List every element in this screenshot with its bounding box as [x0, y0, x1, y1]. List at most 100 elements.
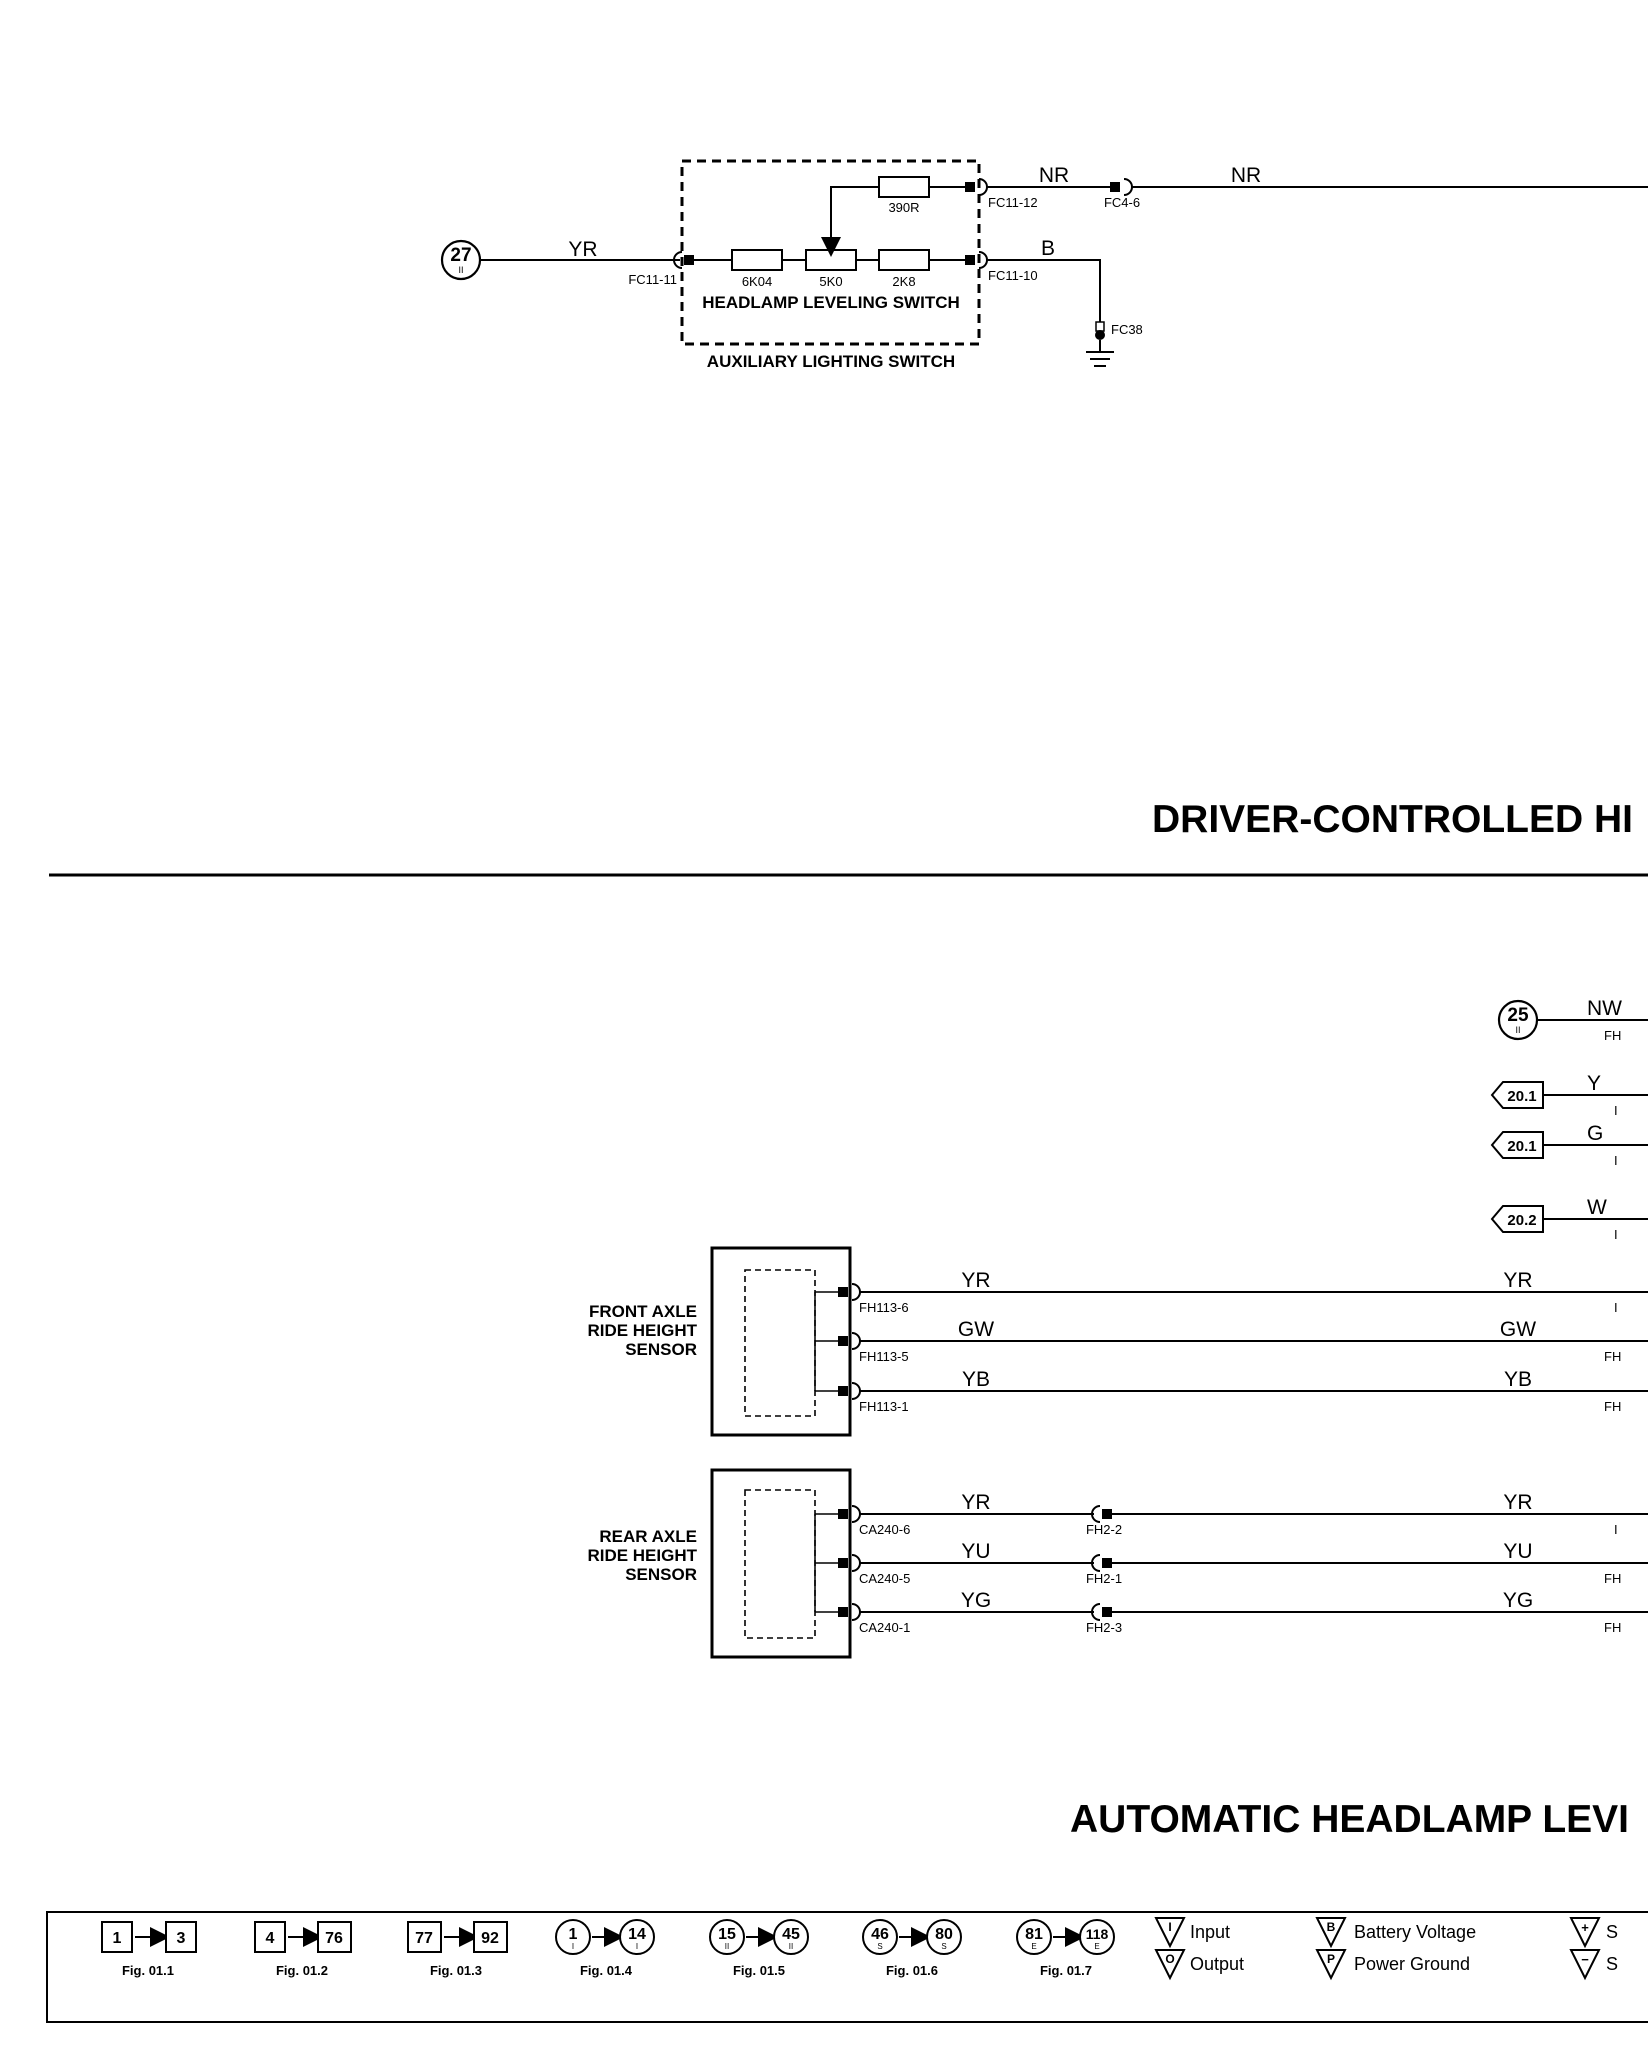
- legend-fig-2-from: 4: [266, 1930, 275, 1947]
- rear-sensor-label-1: REAR AXLE: [599, 1527, 697, 1546]
- front-pin-1-far-connector: I: [1614, 1300, 1618, 1315]
- connector-fc11-12-label: FC11-12: [988, 195, 1038, 210]
- rear-pin-1-far-connector: I: [1614, 1522, 1618, 1537]
- front-pin-3-far-connector: FH: [1604, 1399, 1621, 1414]
- connector-fc11-11-label: FC11-11: [628, 272, 677, 287]
- legend-fig-1-label: Fig. 01.1: [122, 1963, 174, 1978]
- resistor-6k04: [731, 249, 783, 271]
- auxiliary-lighting-switch-label: AUXILIARY LIGHTING SWITCH: [707, 352, 955, 371]
- output-text: Output: [1190, 1954, 1244, 1974]
- rear-pin-1-connector: CA240-6: [859, 1522, 910, 1537]
- resistor-390r: [878, 176, 930, 198]
- output-icon: [1154, 1949, 1186, 1981]
- resistor-6k04-label: 6K04: [742, 274, 772, 289]
- legend-fig-1-from: 1: [113, 1930, 122, 1947]
- legend-battery-voltage: B Battery Voltage: [1315, 1917, 1476, 1949]
- input-glyph: I: [1168, 1920, 1171, 1934]
- signal-negative-icon: [1569, 1949, 1601, 1981]
- front-pin-3-wire-left: YB: [962, 1368, 990, 1391]
- rear-pin-1-wire-right: YR: [1503, 1491, 1532, 1514]
- offpage-ref-2: 20.1: [1507, 1138, 1536, 1155]
- legend-fig-4[interactable]: 1 I 14 I Fig. 01.4: [555, 1919, 655, 1978]
- signal-negative-glyph: −: [1581, 1952, 1589, 1967]
- output-glyph: O: [1165, 1952, 1174, 1966]
- offpage-ref-3: 20.2: [1507, 1212, 1536, 1229]
- automatic-section: 25 II NW FH 20.1 Y I 20.1 G I 20.2 W I: [587, 997, 1648, 1659]
- input-icon: [1154, 1917, 1186, 1949]
- legend-fig-7-label: Fig. 01.7: [1040, 1963, 1092, 1978]
- front-pin-2-far-connector: FH: [1604, 1349, 1621, 1364]
- driver-controlled-section: 27 II YR AUXILIARY LIGHTING SWITCH FC11-…: [440, 159, 1648, 371]
- legend-fig-7-to: 118: [1086, 1926, 1109, 1942]
- page-ref-27[interactable]: 27 II: [440, 239, 482, 281]
- wire-g-label: G: [1587, 1122, 1603, 1145]
- wire-b-label: B: [1041, 237, 1055, 260]
- rear-pin-2-mid-connector: FH2-1: [1086, 1571, 1122, 1586]
- legend-fig-2-to: 76: [325, 1930, 343, 1947]
- battery-voltage-icon: [1315, 1917, 1347, 1949]
- legend-fig-3-from: 77: [415, 1930, 433, 1947]
- page-ref-25[interactable]: 25 II: [1497, 999, 1539, 1041]
- front-pin-1-connector: FH113-6: [859, 1300, 909, 1315]
- offpage-3-connector-label: I: [1614, 1227, 1618, 1242]
- front-pin-2-wire-left: GW: [958, 1318, 994, 1341]
- legend-fig-6-to-sub: S: [941, 1942, 946, 1951]
- legend-fig-7-from: 81: [1025, 1926, 1043, 1943]
- legend-fig-4-label: Fig. 01.4: [580, 1963, 633, 1978]
- legend-fig-6[interactable]: 46 S 80 S Fig. 01.6: [862, 1919, 962, 1978]
- rear-pin-2: YU YU CA240-5 FH2-1 FH: [838, 1540, 1648, 1586]
- ref-25-sub: II: [1515, 1025, 1520, 1035]
- offpage-connector-1[interactable]: 20.1: [1490, 1081, 1544, 1109]
- front-pin-1-wire-right: YR: [1503, 1269, 1532, 1292]
- wire-yr-label: YR: [568, 238, 597, 261]
- rear-pin-1-mid-connector: FH2-2: [1086, 1522, 1122, 1537]
- rear-pin-3-mid-connector: FH2-3: [1086, 1620, 1122, 1635]
- wire-nr-label-1: NR: [1039, 164, 1069, 187]
- legend-fig-1-to: 3: [177, 1930, 186, 1947]
- legend-fig-7[interactable]: 81 E 118 E Fig. 01.7: [1016, 1919, 1115, 1978]
- legend-fig-4-from-sub: I: [572, 1942, 574, 1951]
- legend-fig-6-from: 46: [871, 1926, 889, 1943]
- legend-fig-6-to: 80: [935, 1926, 953, 1943]
- offpage-connector-3[interactable]: 20.2: [1490, 1205, 1544, 1233]
- wire-y-label: Y: [1587, 1072, 1601, 1095]
- offpage-connector-2[interactable]: 20.1: [1490, 1131, 1544, 1159]
- terminal-fc4-6: [1110, 182, 1120, 192]
- legend-fig-3-label: Fig. 01.3: [430, 1963, 482, 1978]
- front-pin-1-wire-left: YR: [961, 1269, 990, 1292]
- resistor-390r-label: 390R: [888, 200, 919, 215]
- wire-b: [987, 259, 1101, 323]
- front-sensor-label-1: FRONT AXLE: [589, 1302, 697, 1321]
- legend: 1 3 Fig. 01.1 4 76 Fig. 01.2 77 92 Fig. …: [46, 1911, 1648, 2023]
- headlamp-leveling-switch-label: HEADLAMP LEVELING SWITCH: [702, 293, 960, 312]
- connector-fc11-10-label: FC11-10: [988, 268, 1038, 283]
- signal-positive-text: S: [1606, 1922, 1618, 1942]
- legend-fig-2[interactable]: 4 76 Fig. 01.2: [254, 1921, 352, 1978]
- power-ground-text: Power Ground: [1354, 1954, 1470, 1974]
- heading-driver-controlled: DRIVER-CONTROLLED HI: [1152, 798, 1633, 841]
- power-ground-icon: [1315, 1949, 1347, 1981]
- legend-fig-3[interactable]: 77 92 Fig. 01.3: [407, 1921, 508, 1978]
- legend-fig-4-to-sub: I: [636, 1942, 638, 1951]
- resistor-5k0-label: 5K0: [819, 274, 842, 289]
- offpage-1-connector-label: I: [1614, 1103, 1618, 1118]
- rear-pin-1: YR YR CA240-6 FH2-2 I: [838, 1491, 1648, 1537]
- input-text: Input: [1190, 1922, 1230, 1942]
- front-sensor-label-2: RIDE HEIGHT: [587, 1321, 697, 1340]
- front-pin-3-connector: FH113-1: [859, 1399, 909, 1414]
- legend-fig-3-to: 92: [481, 1930, 499, 1947]
- legend-fig-5-label: Fig. 01.5: [733, 1963, 785, 1978]
- front-pin-1: YR YR FH113-6 I: [838, 1269, 1648, 1315]
- front-pin-3: YB YB FH113-1 FH: [838, 1368, 1648, 1414]
- legend-fig-1[interactable]: 1 3 Fig. 01.1: [101, 1921, 197, 1978]
- legend-fig-5[interactable]: 15 II 45 II Fig. 01.5: [709, 1919, 809, 1978]
- legend-fig-4-to: 14: [628, 1926, 646, 1943]
- rear-axle-ride-height-sensor: [710, 1468, 852, 1659]
- legend-power-ground: P Power Ground: [1315, 1949, 1470, 1981]
- ref-27-sub: II: [458, 265, 463, 275]
- legend-fig-5-to: 45: [782, 1926, 800, 1943]
- legend-signal-positive: + S: [1569, 1917, 1618, 1949]
- rear-pin-2-far-connector: FH: [1604, 1571, 1621, 1586]
- front-sensor-label-3: SENSOR: [625, 1340, 697, 1359]
- offpage-2-connector-label: I: [1614, 1153, 1618, 1168]
